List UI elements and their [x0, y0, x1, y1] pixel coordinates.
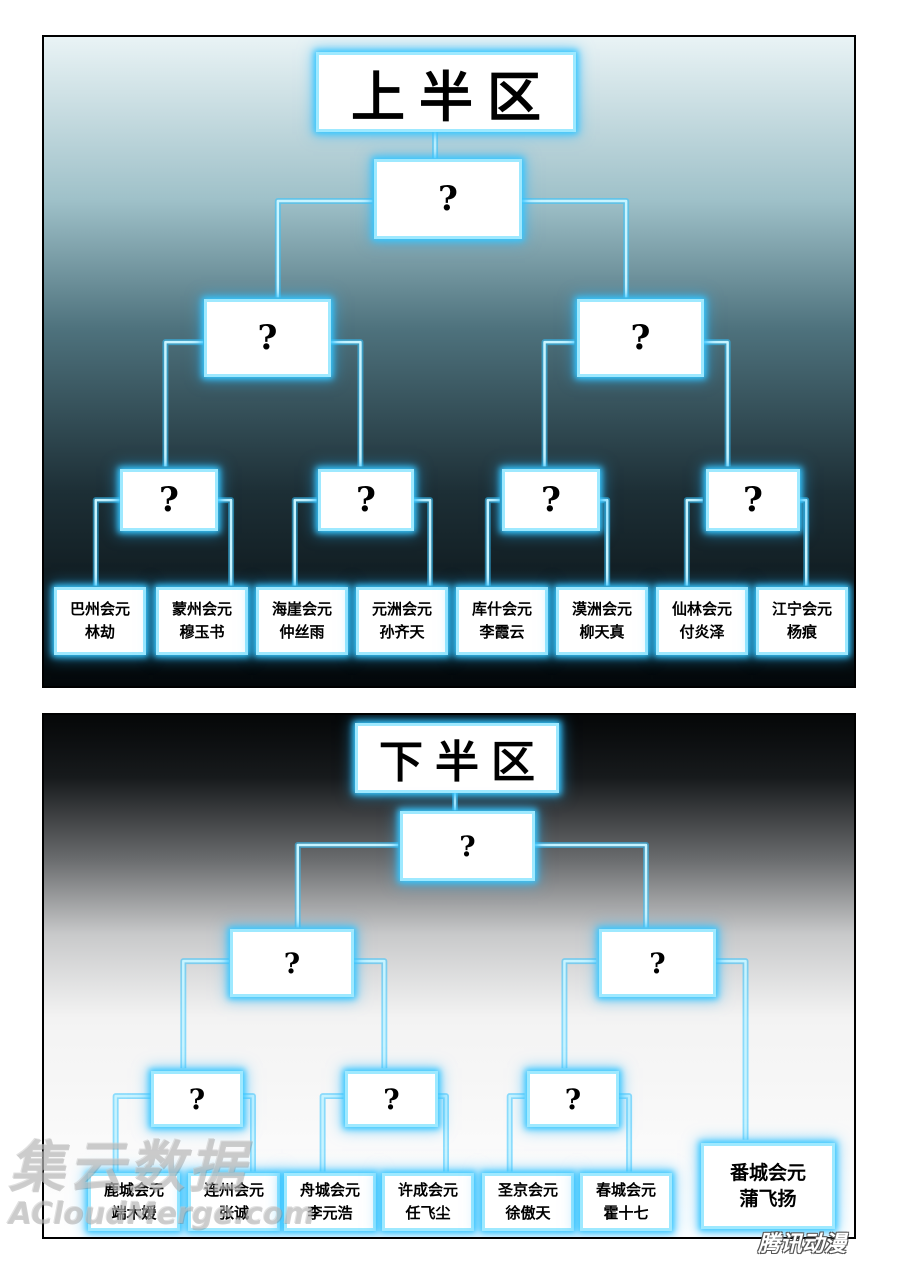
entrant-city: 舟城会元 [299, 1181, 360, 1199]
upper-quarterfinal-slot-3: ? [502, 469, 600, 531]
upper-bracket-panel: 上半区 ? ? ? ? ? ? ? 巴州会元 林劫 蒙州会元 穆玉书 海崖会元 … [42, 35, 856, 688]
entrant-city: 库什会元 [471, 600, 532, 618]
lower-semifinal-slot-1: ? [230, 929, 354, 997]
upper-quarterfinal-slot-2: ? [318, 469, 414, 531]
entrant-city: 圣京会元 [497, 1181, 558, 1199]
lower-entrant-5: 圣京会元 徐傲天 [482, 1173, 574, 1231]
entrant-city: 番城会元 [729, 1162, 806, 1184]
upper-final-slot: ? [374, 159, 522, 239]
entrant-name: 柳天真 [579, 623, 625, 641]
upper-entrant-1: 巴州会元 林劫 [54, 587, 146, 655]
entrant-name: 端木媛 [111, 1204, 157, 1222]
entrant-city: 蒙州会元 [171, 600, 232, 618]
upper-entrant-4: 元洲会元 孙齐天 [356, 587, 448, 655]
lower-bye-entrant: 番城会元 蒲飞扬 [701, 1143, 835, 1229]
upper-semifinal-slot-2: ? [577, 299, 704, 377]
entrant-city: 许成会元 [397, 1181, 458, 1199]
upper-entrant-7: 仙林会元 付炎泽 [656, 587, 748, 655]
lower-quarterfinal-slot-1: ? [151, 1071, 243, 1127]
upper-entrant-2: 蒙州会元 穆玉书 [156, 587, 248, 655]
entrant-name: 徐傲天 [505, 1204, 551, 1222]
entrant-name: 李元浩 [307, 1204, 353, 1222]
lower-entrant-6: 春城会元 霍十七 [580, 1173, 672, 1231]
watermark: 集云数据 ACloudMerge.com [8, 1138, 314, 1230]
upper-semifinal-slot-1: ? [204, 299, 331, 377]
entrant-city: 海崖会元 [271, 600, 332, 618]
lower-bracket-panel: 下半区 ? ? ? ? ? ? 鹿城会元 端木媛 连州会元 张诚 舟城会元 李元… [42, 713, 856, 1239]
upper-bracket-lines [92, 129, 810, 586]
entrant-name: 孙齐天 [379, 623, 425, 641]
entrant-city: 巴州会元 [69, 600, 130, 618]
lower-entrant-2: 连州会元 张诚 [188, 1173, 280, 1231]
entrant-name: 仲丝雨 [279, 623, 325, 641]
lower-entrant-1: 鹿城会元 端木媛 [88, 1173, 180, 1231]
entrant-name: 蒲飞扬 [739, 1188, 797, 1210]
lower-entrant-3: 舟城会元 李元浩 [284, 1173, 376, 1231]
entrant-name: 杨痕 [786, 623, 817, 641]
entrant-city: 春城会元 [595, 1181, 656, 1199]
lower-semifinal-slot-2: ? [599, 929, 716, 997]
lower-quarterfinal-slot-2: ? [345, 1071, 438, 1127]
upper-quarterfinal-slot-4: ? [706, 469, 800, 531]
upper-entrant-5: 库什会元 李霞云 [456, 587, 548, 655]
upper-bracket-title: 上半区 [316, 52, 576, 132]
entrant-city: 连州会元 [203, 1181, 264, 1199]
upper-entrant-6: 漠洲会元 柳天真 [556, 587, 648, 655]
entrant-name: 张诚 [218, 1204, 249, 1222]
lower-bracket-title: 下半区 [355, 723, 559, 793]
watermark-en-text: ACloudMerge.com [8, 1196, 314, 1231]
entrant-name: 霍十七 [603, 1204, 649, 1222]
publisher-logo: 腾讯动漫 [758, 1232, 847, 1257]
lower-bracket-lines [112, 790, 749, 1172]
watermark-cn-text: 集云数据 [8, 1135, 248, 1200]
entrant-city: 漠洲会元 [571, 600, 632, 618]
entrant-city: 仙林会元 [671, 600, 732, 618]
lower-entrant-4: 许成会元 任飞尘 [382, 1173, 474, 1231]
lower-final-slot: ? [400, 811, 535, 881]
entrant-name: 林劫 [84, 623, 115, 641]
lower-quarterfinal-slot-3: ? [527, 1071, 619, 1127]
entrant-city: 元洲会元 [371, 600, 432, 618]
upper-entrant-8: 江宁会元 杨痕 [756, 587, 848, 655]
entrant-city: 鹿城会元 [103, 1181, 164, 1199]
entrant-name: 穆玉书 [179, 623, 225, 641]
entrant-name: 李霞云 [479, 623, 525, 641]
upper-quarterfinal-slot-1: ? [120, 469, 218, 531]
entrant-name: 付炎泽 [679, 623, 725, 641]
entrant-city: 江宁会元 [771, 600, 832, 618]
entrant-name: 任飞尘 [405, 1204, 451, 1222]
upper-entrant-3: 海崖会元 仲丝雨 [256, 587, 348, 655]
